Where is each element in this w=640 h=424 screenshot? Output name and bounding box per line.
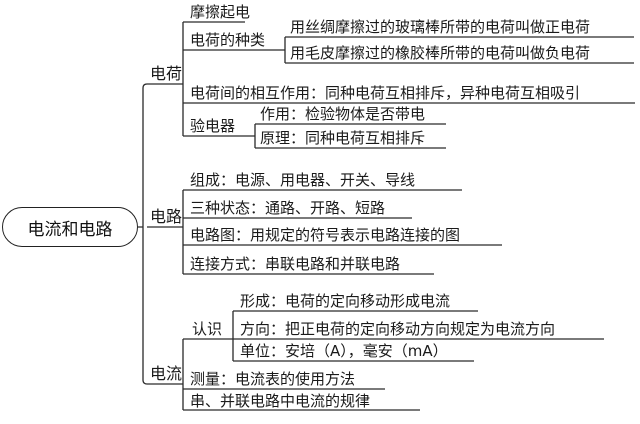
category-current: 电流 [150, 364, 183, 383]
node-current-measure: 测量：电流表的使用方法 [190, 370, 356, 388]
node-circuit-states: 三种状态：通路、开路、短路 [190, 199, 386, 217]
node-current-direction: 方向：把正电荷的定向移动方向规定为电流方向 [240, 320, 556, 338]
node-current-unit: 单位：安培（A），毫安（mA） [240, 342, 448, 360]
connector-current [147, 338, 420, 411]
node-rubbing-electrification: 摩擦起电 [190, 3, 251, 21]
connector-circuit [147, 189, 502, 275]
node-circuit-composition: 组成：电源、用电器、开关、导线 [190, 171, 416, 189]
node-negative-charge: 用毛皮摩擦过的橡胶棒所带的电荷叫做负电荷 [290, 44, 591, 62]
node-current-know: 认识 [192, 320, 223, 338]
node-electroscope: 验电器 [190, 117, 236, 135]
node-current-rule: 串、并联电路中电流的规律 [190, 392, 371, 410]
root-node: 电流和电路 [2, 207, 138, 247]
category-circuit: 电路 [150, 207, 183, 226]
node-circuit-diagram: 电路图：用规定的符号表示电路连接的图 [190, 226, 461, 244]
node-electroscope-principle: 原理：同种电荷互相排斥 [260, 129, 426, 147]
connector-kinds [284, 36, 634, 64]
node-charge-kinds: 电荷的种类 [190, 31, 266, 49]
node-electroscope-use: 作用：检验物体是否带电 [260, 105, 426, 123]
node-connection-method: 连接方式：串联电路和并联电路 [190, 255, 401, 273]
category-charge: 电荷 [150, 64, 183, 83]
connector-root [138, 83, 148, 385]
node-charge-interaction: 电荷间的相互作用：同种电荷互相排斥，异种电荷互相吸引 [190, 84, 581, 102]
node-current-formation: 形成：电荷的定向移动形成电流 [240, 292, 451, 310]
node-positive-charge: 用丝绸摩擦过的玻璃棒所带的电荷叫做正电荷 [290, 18, 591, 36]
connector-charge [147, 21, 635, 137]
connector-electroscope [254, 123, 446, 149]
connector-know [232, 310, 604, 362]
